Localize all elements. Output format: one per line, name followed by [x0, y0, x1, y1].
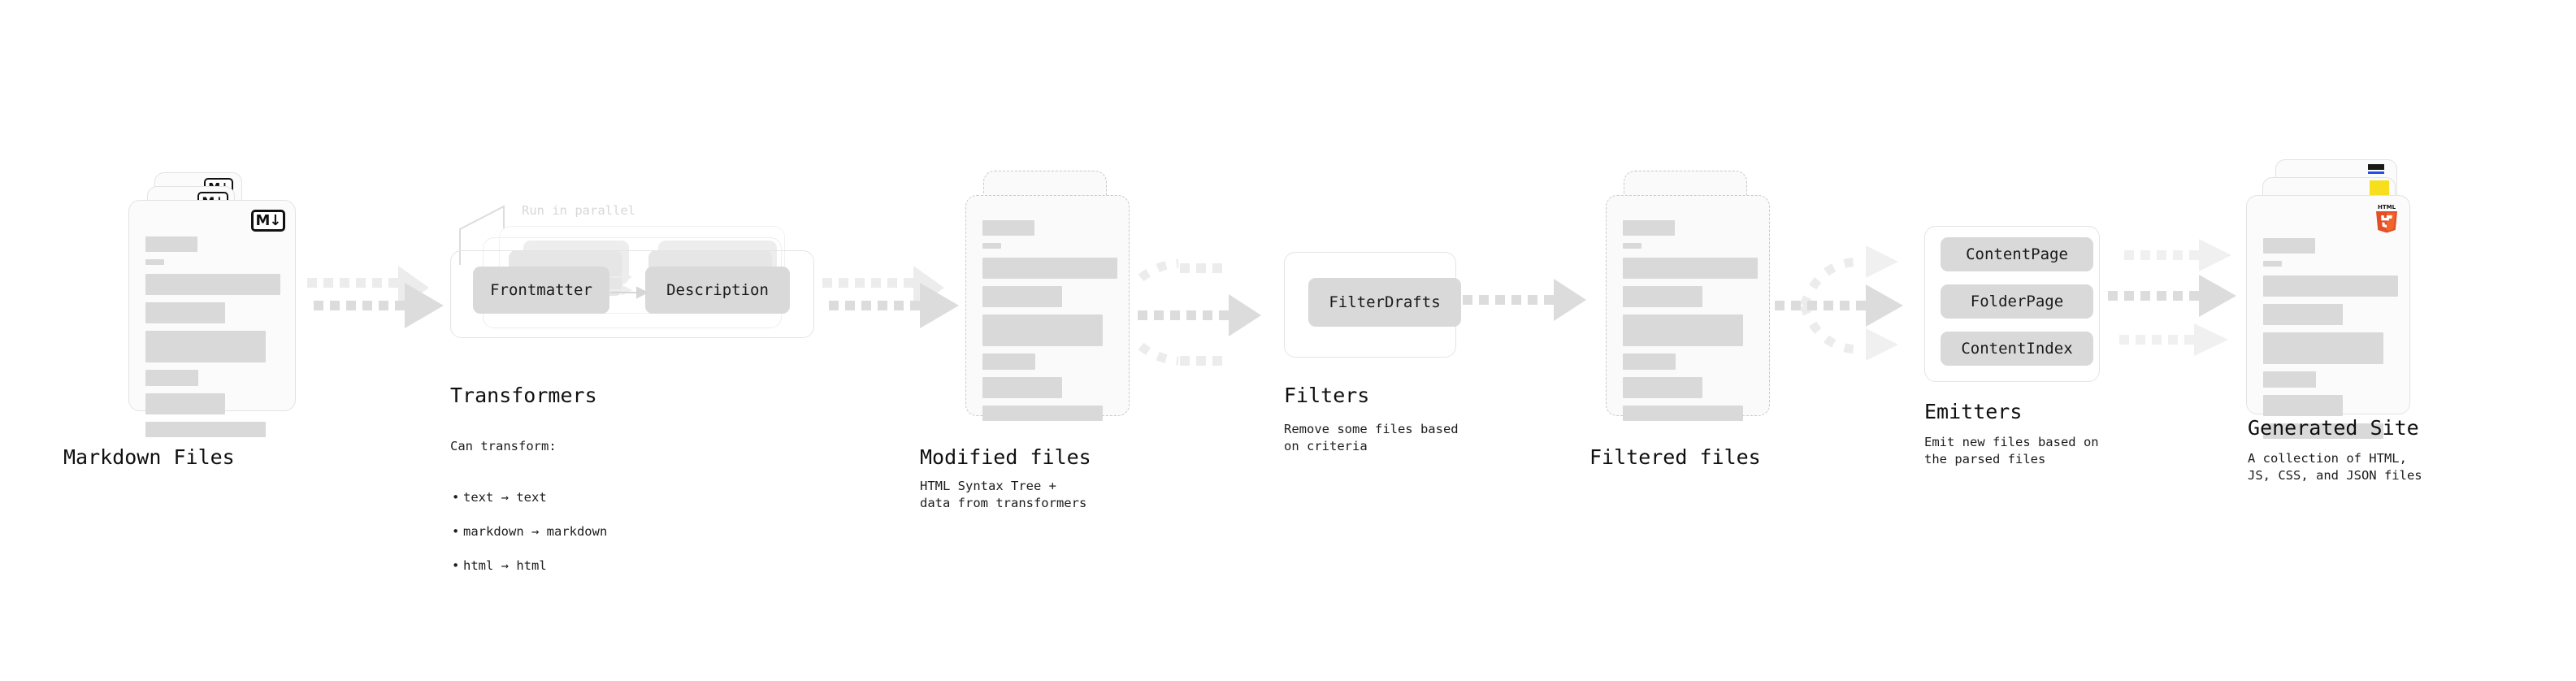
modified-files-title: Modified files: [920, 445, 1091, 469]
site-card-front: HTML: [2246, 195, 2410, 439]
transformers-title: Transformers: [450, 384, 597, 407]
modified-card-front: [965, 195, 1130, 421]
markdown-card-front: M↓: [128, 200, 296, 437]
emitters-group: ContentPage FolderPage ContentIndex Emit…: [1902, 0, 2243, 681]
emitters-chip-contentindex[interactable]: ContentIndex: [1941, 332, 2093, 366]
arrow-filtered-to-emitters: [1775, 245, 1903, 361]
transformers-bullet-item: markdown → markdown: [463, 523, 694, 540]
emitters-chip-label: ContentPage: [1966, 245, 2068, 263]
arrow-filters-to-filtered: [1463, 279, 1586, 321]
modified-files-group: Modified files HTML Syntax Tree + data f…: [920, 0, 1276, 681]
transformer-chip-label: Frontmatter: [490, 281, 592, 299]
transformer-connector-arrow: [611, 286, 649, 299]
transformer-chip-description[interactable]: Description: [645, 267, 790, 314]
generated-site-desc: A collection of HTML, JS, CSS, and JSON …: [2248, 451, 2422, 483]
emitters-title: Emitters: [1924, 400, 2023, 423]
modified-files-desc: HTML Syntax Tree + data from transformer…: [920, 479, 1087, 510]
markdown-files-group: M↓ M↓ M↓ Markdown Files: [0, 0, 341, 681]
html5-icon: HTML: [2376, 204, 2397, 233]
arrow-transformers-to-modified: [822, 266, 959, 328]
transformer-chip-label: Description: [666, 281, 769, 299]
filtered-files-title: Filtered files: [1589, 445, 1761, 469]
emitters-chip-label: FolderPage: [1970, 293, 2064, 310]
modified-card-content: [982, 220, 1117, 421]
emitters-chip-contentpage[interactable]: ContentPage: [1941, 237, 2093, 271]
css3-icon: [2368, 164, 2384, 174]
transformers-group: Run in parallel Frontmatter Description: [439, 0, 861, 681]
transformers-bullet-item: text → text: [463, 489, 694, 506]
transformers-desc: Can transform: text → text markdown → ma…: [450, 421, 694, 609]
filters-desc: Remove some files based on criteria: [1284, 422, 1459, 453]
markdown-files-title: Markdown Files: [63, 445, 235, 469]
transformers-bullet-item: html → html: [463, 557, 694, 575]
emitters-chip-label: ContentIndex: [1961, 340, 2073, 358]
filtered-card-front: [1606, 195, 1770, 421]
emitters-chip-folderpage[interactable]: FolderPage: [1941, 284, 2093, 319]
arrow-markdown-to-transformers: [307, 266, 444, 328]
transformers-bullet-list: text → text markdown → markdown html → h…: [450, 472, 694, 592]
markdown-badge-text: M↓: [255, 212, 282, 229]
emitters-desc: Emit new files based on the parsed files: [1924, 435, 2099, 466]
run-in-parallel-bracket: [459, 205, 505, 265]
markdown-card-content: [145, 236, 280, 437]
transformer-box-front[interactable]: [450, 250, 814, 338]
transformer-chip-frontmatter[interactable]: Frontmatter: [473, 267, 609, 314]
run-in-parallel-label: Run in parallel: [522, 203, 635, 218]
generated-site-title: Generated Site: [2248, 416, 2419, 440]
filtered-files-group: Filtered files: [1560, 0, 1902, 681]
arrow-emitters-to-site: [2108, 239, 2236, 356]
filters-group: FilterDrafts Filters Remove some files b…: [1268, 0, 1593, 681]
site-card-content: [2263, 238, 2398, 439]
svg-text:HTML: HTML: [2378, 204, 2396, 210]
emitters-box[interactable]: [1924, 226, 2100, 382]
filters-chip-label: FilterDrafts: [1329, 293, 1441, 311]
filters-title: Filters: [1284, 384, 1370, 407]
filters-chip-filterdrafts[interactable]: FilterDrafts: [1308, 278, 1461, 327]
markdown-badge-front: M↓: [251, 210, 285, 232]
generated-site-group: HTML Generated Site A collection of HTML…: [2194, 0, 2576, 681]
filtered-card-content: [1623, 220, 1758, 421]
arrow-modified-to-filters: [1138, 258, 1261, 366]
transformers-desc-intro: Can transform:: [450, 439, 557, 453]
